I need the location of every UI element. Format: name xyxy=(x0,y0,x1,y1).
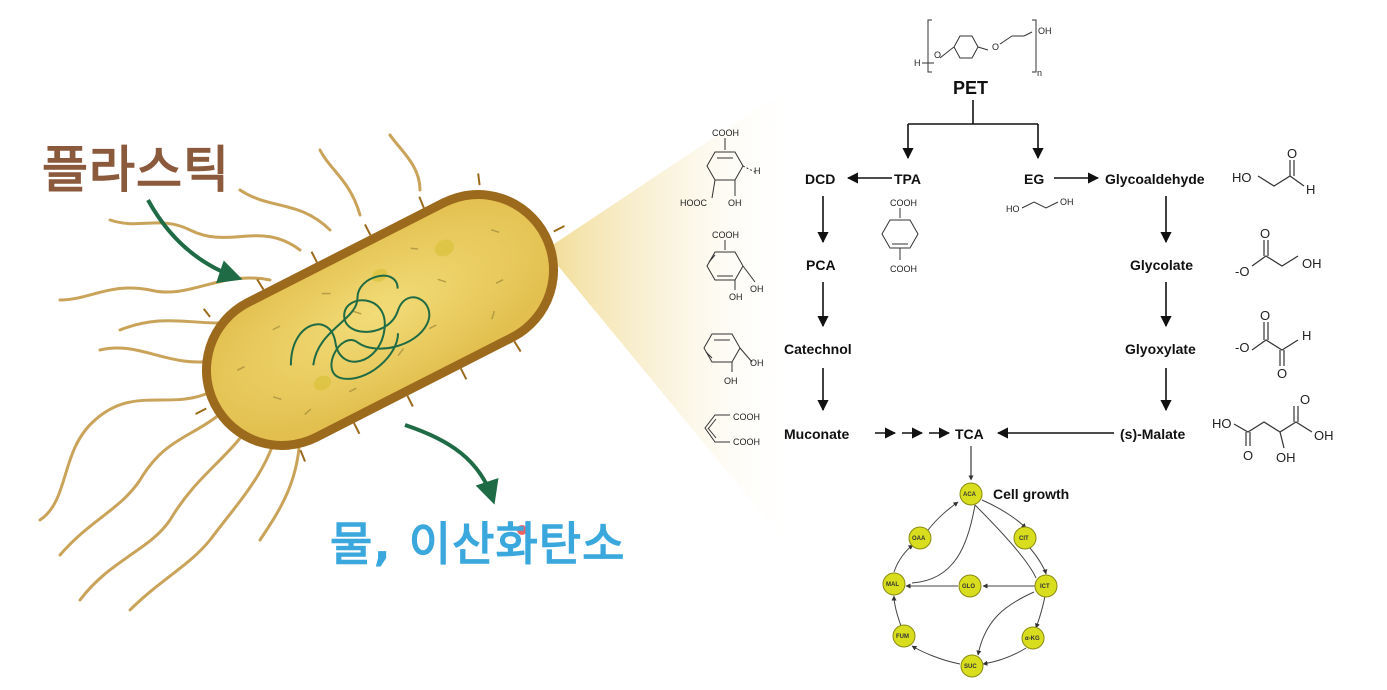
node-tca: TCA xyxy=(955,426,984,442)
glycolate-o-minus: -O xyxy=(1235,264,1249,279)
malate-structure xyxy=(1233,406,1313,449)
cycle-akg: α-KG xyxy=(1025,636,1040,642)
pca-oh1: OH xyxy=(750,284,764,294)
glyoxylate-o2: O xyxy=(1277,366,1287,381)
eg-oh: OH xyxy=(1060,197,1074,207)
malate-o2: O xyxy=(1300,392,1310,407)
tpa-cooh2: COOH xyxy=(890,264,917,274)
node-dcd: DCD xyxy=(805,171,835,187)
zoom-glow xyxy=(545,80,800,560)
node-s-malate: (s)-Malate xyxy=(1120,426,1186,442)
water-co2-label: 물, 이산화탄소 xyxy=(330,517,626,571)
pca-oh2: OH xyxy=(729,292,743,302)
glycoaldehyde-ho: HO xyxy=(1232,170,1252,185)
pet-oh: OH xyxy=(1038,26,1052,36)
pathway-arrows xyxy=(817,100,1172,481)
node-glycolate: Glycolate xyxy=(1130,257,1193,273)
glyoxylate-o-minus: -O xyxy=(1235,340,1249,355)
malate-oh: OH xyxy=(1314,428,1334,443)
input-arrow xyxy=(146,199,243,284)
glycoaldehyde-structure xyxy=(1257,160,1305,187)
node-pca: PCA xyxy=(806,257,836,273)
catechol-oh1: OH xyxy=(750,358,764,368)
cycle-suc: SUC xyxy=(964,664,977,670)
node-cell-growth: Cell growth xyxy=(993,486,1069,502)
node-tpa: TPA xyxy=(894,171,921,187)
glyoxylate-h: H xyxy=(1302,328,1311,343)
cycle-fum: FUM xyxy=(896,634,909,640)
tpa-structure xyxy=(881,208,919,260)
node-catechnol: Catechnol xyxy=(784,341,852,357)
cycle-glo: GLO xyxy=(962,584,975,590)
output-arrow xyxy=(404,423,499,505)
tpa-cooh1: COOH xyxy=(890,198,917,208)
muconate-cooh2: COOH xyxy=(733,437,760,447)
glycoaldehyde-h: H xyxy=(1306,182,1315,197)
pet-o1: O xyxy=(934,50,941,60)
glycoaldehyde-o: O xyxy=(1287,146,1297,161)
muconate-cooh1: COOH xyxy=(733,412,760,422)
malate-o1: O xyxy=(1243,448,1253,463)
pca-cooh: COOH xyxy=(712,230,739,240)
cycle-cit: CIT xyxy=(1019,536,1029,542)
glyoxylate-o1: O xyxy=(1260,308,1270,323)
pca-structure xyxy=(706,240,756,290)
muconate-structure xyxy=(704,414,730,443)
node-glyoxylate: Glyoxylate xyxy=(1125,341,1196,357)
malate-oh2: OH xyxy=(1276,450,1296,465)
bacterium xyxy=(195,173,565,462)
pet-n: n xyxy=(1037,68,1042,78)
pet-h: H xyxy=(914,58,921,68)
cycle-mal: MAL xyxy=(886,582,899,588)
node-eg: EG xyxy=(1024,171,1044,187)
pet-structure xyxy=(922,19,1037,73)
glycolate-structure xyxy=(1251,240,1299,267)
pet-label: PET xyxy=(953,78,988,98)
plastic-label: 플라스틱 xyxy=(42,141,230,199)
cycle-oaa: OAA xyxy=(912,536,926,542)
glycolate-oh: OH xyxy=(1302,256,1322,271)
cycle-ict: ICT xyxy=(1040,584,1050,590)
glyoxylate-structure xyxy=(1251,322,1299,366)
eg-structure xyxy=(1021,201,1059,209)
cycle-aca: ACA xyxy=(963,492,977,498)
dcd-oh: OH xyxy=(728,198,742,208)
malate-ho: HO xyxy=(1212,416,1232,431)
tca-cycle-links xyxy=(891,499,1048,666)
cursor-indicator xyxy=(517,525,527,535)
dcd-hooc: HOOC xyxy=(680,198,708,208)
node-muconate: Muconate xyxy=(784,426,850,442)
glycolate-o: O xyxy=(1260,226,1270,241)
eg-ho: HO xyxy=(1006,204,1020,214)
catechol-structure xyxy=(703,333,753,372)
node-glycoaldehyde: Glycoaldehyde xyxy=(1105,171,1205,187)
dcd-h: H xyxy=(754,166,761,176)
dcd-structure xyxy=(706,138,756,199)
catechol-oh2: OH xyxy=(724,376,738,386)
dcd-cooh: COOH xyxy=(712,128,739,138)
tca-cycle-nodes xyxy=(882,482,1058,678)
pet-o2: O xyxy=(992,42,999,52)
